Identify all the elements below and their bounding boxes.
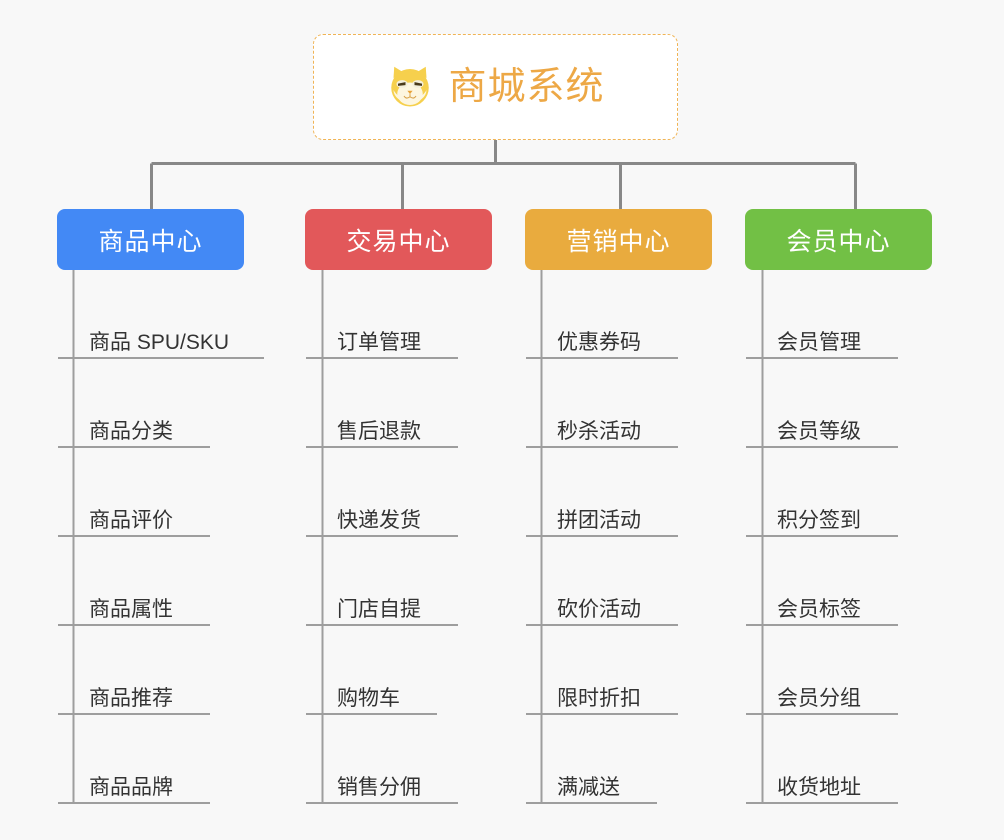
leaf-item[interactable]: 会员分组 [745,626,932,715]
leaf-list-1: 商品 SPU/SKU 商品分类商品评价商品属性商品推荐商品品牌 [57,270,264,804]
leaf-item-underline [58,624,210,626]
leaf-item-label: 商品推荐 [89,687,173,710]
leaf-item-underline [746,535,898,537]
leaf-item-label: 会员标签 [777,598,861,621]
leaf-item[interactable]: 收货地址 [745,715,932,804]
leaf-item-underline [526,446,678,448]
branch-column-4: 会员中心会员管理会员等级积分签到会员标签会员分组收货地址 [745,209,932,804]
leaf-item-underline [58,357,264,359]
leaf-item-label: 积分签到 [777,509,861,532]
branch-head-2[interactable]: 交易中心 [305,209,492,270]
leaf-item-underline [306,713,437,715]
root-title: 商城系统 [448,66,605,108]
leaf-item[interactable]: 优惠券码 [525,270,712,359]
leaf-item-label: 商品属性 [89,598,173,621]
branch-column-2: 交易中心订单管理售后退款快递发货门店自提购物车销售分佣 [305,209,492,804]
leaf-list-2: 订单管理售后退款快递发货门店自提购物车销售分佣 [305,270,492,804]
leaf-item-label: 会员等级 [777,420,861,443]
leaf-item[interactable]: 砍价活动 [525,537,712,626]
leaf-item[interactable]: 订单管理 [305,270,492,359]
branch-head-label: 商品中心 [98,227,203,256]
leaf-item-label: 会员分组 [777,687,861,710]
leaf-item-underline [306,357,458,359]
leaf-item[interactable]: 会员等级 [745,359,932,448]
leaf-item-label: 商品品牌 [89,776,173,799]
branch-head-label: 营销中心 [566,227,671,256]
leaf-item-label: 会员管理 [777,331,861,354]
leaf-item[interactable]: 拼团活动 [525,448,712,537]
leaf-item[interactable]: 商品分类 [57,359,244,448]
leaf-item-label: 商品分类 [89,420,173,443]
leaf-list-3: 优惠券码秒杀活动拼团活动砍价活动限时折扣满减送 [525,270,712,804]
leaf-item[interactable]: 限时折扣 [525,626,712,715]
leaf-item-label: 优惠券码 [557,331,641,354]
leaf-item[interactable]: 商品推荐 [57,626,244,715]
leaf-item-label: 售后退款 [337,420,421,443]
leaf-item-label: 订单管理 [337,331,421,354]
leaf-item-underline [746,624,898,626]
root-node[interactable]: 商城系统 [313,34,678,140]
leaf-item-label: 砍价活动 [557,598,641,621]
leaf-item-label: 门店自提 [337,598,421,621]
branch-head-4[interactable]: 会员中心 [745,209,932,270]
leaf-item-label: 购物车 [337,687,400,710]
leaf-item[interactable]: 商品属性 [57,537,244,626]
branch-head-label: 交易中心 [346,227,451,256]
leaf-item-underline [526,713,678,715]
leaf-item-label: 秒杀活动 [557,420,641,443]
leaf-item-underline [306,446,458,448]
leaf-item-underline [58,802,210,804]
leaf-item-label: 销售分佣 [337,776,421,799]
leaf-item-underline [746,357,898,359]
shiba-dog-icon [386,63,434,111]
leaf-item[interactable]: 门店自提 [305,537,492,626]
leaf-item-underline [306,802,458,804]
leaf-item-label: 商品评价 [89,509,173,532]
leaf-item[interactable]: 购物车 [305,626,492,715]
leaf-item-underline [526,802,657,804]
leaf-item[interactable]: 会员管理 [745,270,932,359]
leaf-item[interactable]: 满减送 [525,715,712,804]
branch-head-label: 会员中心 [786,227,891,256]
leaf-item[interactable]: 快递发货 [305,448,492,537]
leaf-item-label: 快递发货 [337,509,421,532]
leaf-item[interactable]: 商品 SPU/SKU [57,270,264,359]
branch-column-3: 营销中心优惠券码秒杀活动拼团活动砍价活动限时折扣满减送 [525,209,712,804]
leaf-item-underline [526,624,678,626]
leaf-item-label: 限时折扣 [557,687,641,710]
leaf-item[interactable]: 会员标签 [745,537,932,626]
leaf-item-label: 满减送 [557,776,620,799]
leaf-list-4: 会员管理会员等级积分签到会员标签会员分组收货地址 [745,270,932,804]
branch-head-1[interactable]: 商品中心 [57,209,244,270]
leaf-item-underline [306,535,458,537]
leaf-item-underline [746,802,898,804]
leaf-item-label: 商品 SPU/SKU [89,331,230,354]
leaf-item-label: 收货地址 [777,776,861,799]
leaf-item-underline [58,535,210,537]
leaf-item-underline [526,535,678,537]
leaf-item[interactable]: 积分签到 [745,448,932,537]
branch-column-1: 商品中心商品 SPU/SKU 商品分类商品评价商品属性商品推荐商品品牌 [57,209,264,804]
branch-head-3[interactable]: 营销中心 [525,209,712,270]
leaf-item-underline [58,446,210,448]
leaf-item-underline [746,446,898,448]
leaf-item[interactable]: 秒杀活动 [525,359,712,448]
leaf-item[interactable]: 商品品牌 [57,715,244,804]
leaf-item-underline [306,624,458,626]
leaf-item[interactable]: 商品评价 [57,448,244,537]
leaf-item-underline [526,357,678,359]
leaf-item[interactable]: 售后退款 [305,359,492,448]
leaf-item-underline [58,713,210,715]
leaf-item[interactable]: 销售分佣 [305,715,492,804]
leaf-item-underline [746,713,898,715]
leaf-item-label: 拼团活动 [557,509,641,532]
